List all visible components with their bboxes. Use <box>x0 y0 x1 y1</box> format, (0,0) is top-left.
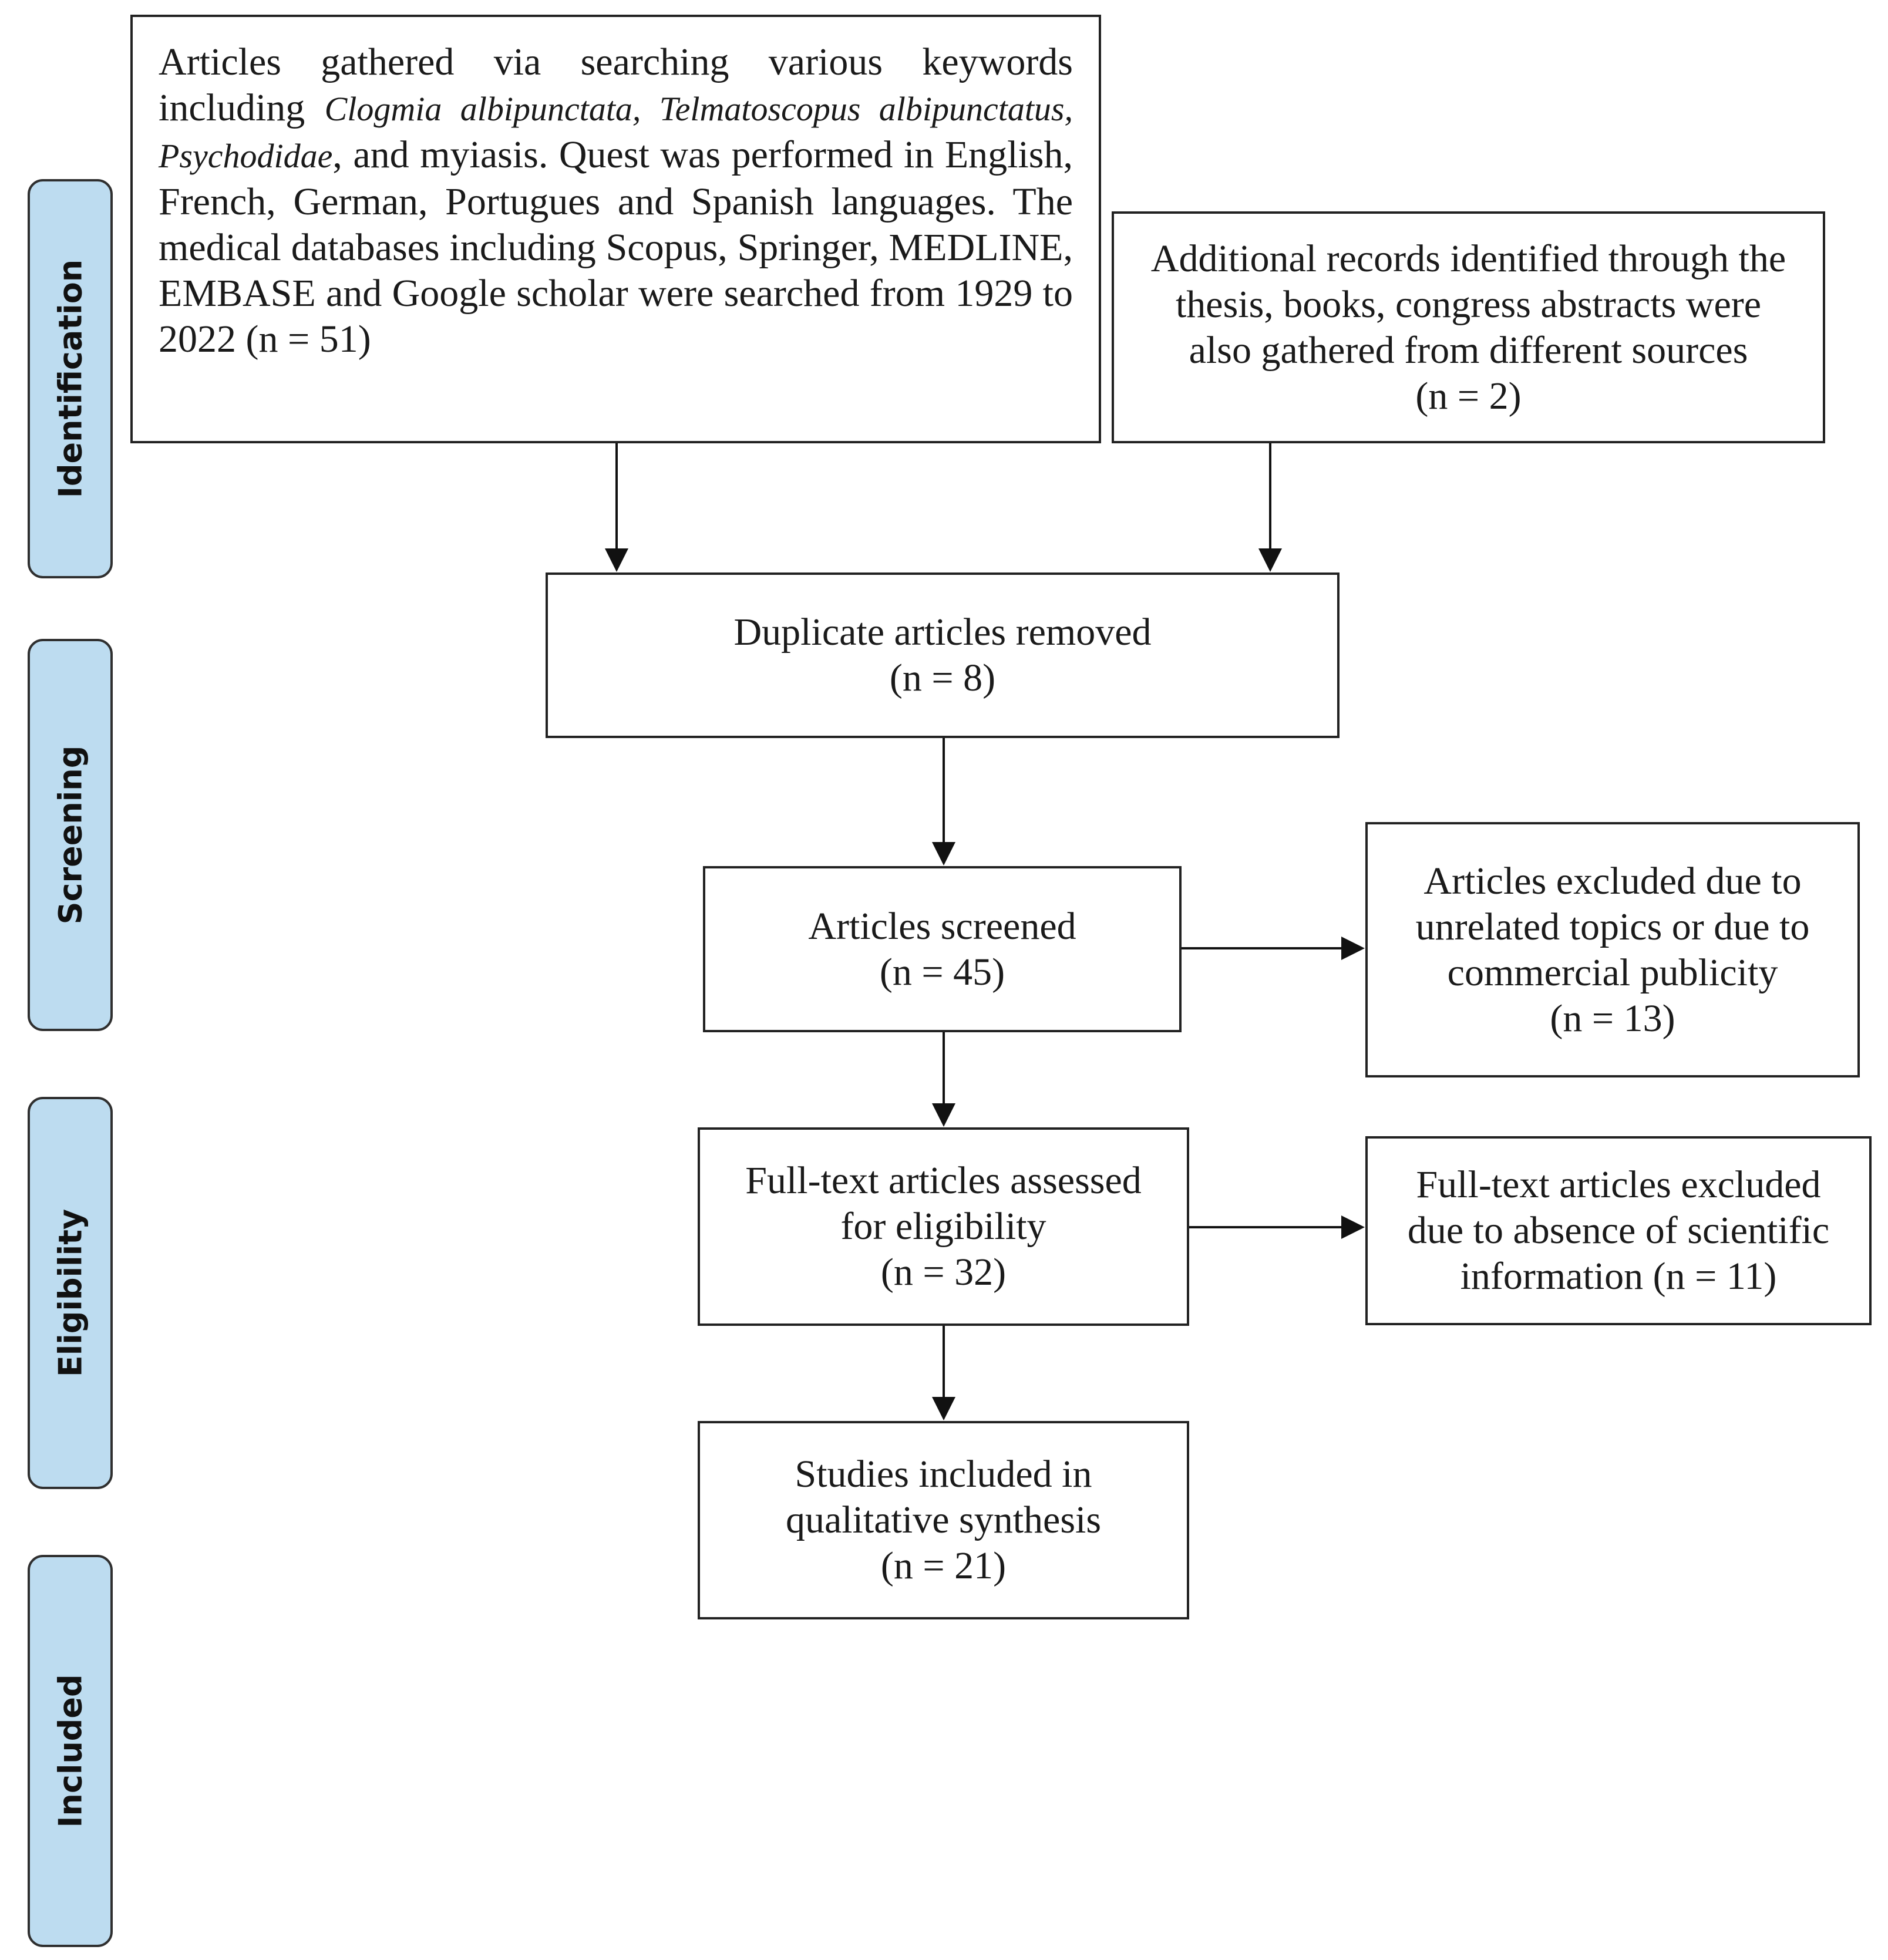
excluded-screening-line-2: unrelated topics or due to <box>1415 905 1810 948</box>
stage-included: Included <box>28 1555 113 1947</box>
search-records-box: Articles gathered via searching various … <box>130 15 1101 443</box>
fulltext-assessed-box: Full-text articles assessed for eligibil… <box>698 1127 1189 1326</box>
excluded-screening-line-3: commercial publicity <box>1447 951 1778 994</box>
excluded-fulltext-line-3: information (n = 11) <box>1460 1255 1777 1298</box>
studies-included-box: Studies included in qualitative synthesi… <box>698 1421 1189 1619</box>
duplicates-removed-box: Duplicate articles removed (n = 8) <box>546 572 1340 738</box>
additional-line-2: thesis, books, congress abstracts were <box>1175 282 1762 326</box>
included-count: (n = 21) <box>880 1544 1007 1587</box>
included-line-2: qualitative synthesis <box>785 1498 1102 1541</box>
included-line-1: Studies included in <box>795 1453 1092 1496</box>
search-text-end: , and myiasis. Quest was performed in En… <box>159 133 1073 361</box>
duplicates-label: Duplicate articles removed <box>733 611 1152 654</box>
duplicates-count: (n = 8) <box>889 656 996 699</box>
excluded-fulltext-line-2: due to absence of scientific <box>1407 1209 1830 1252</box>
fulltext-count: (n = 32) <box>880 1251 1007 1294</box>
fulltext-line-1: Full-text articles assessed <box>745 1159 1142 1202</box>
screened-label: Articles screened <box>808 904 1076 948</box>
stage-eligibility: Eligibility <box>28 1097 113 1489</box>
additional-line-1: Additional records identified through th… <box>1150 237 1786 280</box>
excluded-screening-line-1: Articles excluded due to <box>1423 859 1802 902</box>
stage-screening: Screening <box>28 639 113 1031</box>
additional-count: (n = 2) <box>1415 374 1522 417</box>
screened-count: (n = 45) <box>879 950 1005 994</box>
articles-screened-box: Articles screened (n = 45) <box>703 866 1182 1032</box>
search-text-start: Articles gathered via searching various … <box>159 41 1073 129</box>
stage-identification: Identification <box>28 179 113 578</box>
excluded-screening-count: (n = 13) <box>1550 996 1675 1040</box>
additional-line-3: also gathered from different sources <box>1189 328 1748 372</box>
excluded-fulltext-line-1: Full-text articles excluded <box>1416 1163 1821 1206</box>
search-keywords-italic: Clogmia albipunctata, Telmatoscopus albi… <box>159 90 1073 175</box>
excluded-fulltext-box: Full-text articles excluded due to absen… <box>1365 1136 1872 1325</box>
excluded-screening-box: Articles excluded due to unrelated topic… <box>1365 822 1860 1077</box>
fulltext-line-2: for eligibility <box>840 1205 1046 1248</box>
additional-records-box: Additional records identified through th… <box>1112 211 1825 443</box>
